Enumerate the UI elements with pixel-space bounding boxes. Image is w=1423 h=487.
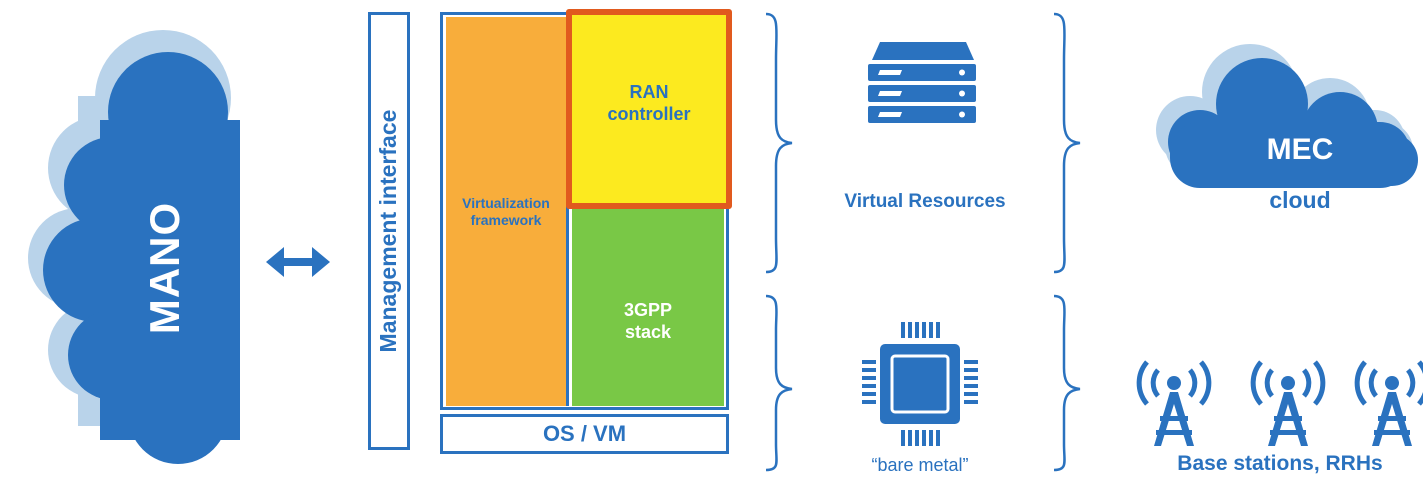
- mec-subtitle: cloud: [1269, 186, 1331, 213]
- ran-controller-highlight: [566, 9, 732, 209]
- virtualization-framework-block: Virtualization framework: [446, 17, 569, 406]
- brace-upper-left: [765, 12, 793, 274]
- base-stations-label: Base stations, RRHs: [1177, 452, 1383, 475]
- bare-metal-label: “bare metal”: [871, 454, 969, 475]
- bidirectional-arrow-icon: [266, 247, 330, 277]
- brace-upper-right: [1053, 12, 1081, 274]
- brace-lower-right: [1053, 294, 1081, 472]
- virtual-resources-label: Virtual Resources: [844, 191, 1006, 212]
- management-interface-box: [368, 12, 410, 450]
- mano-cloud-body: [43, 52, 240, 464]
- ran-controller-label: RAN controller: [607, 82, 691, 124]
- base-station-tower-icon: [1136, 360, 1212, 446]
- server-rack-icon: [868, 42, 976, 123]
- os-vm-box: OS / VM: [440, 414, 729, 454]
- 3gpp-stack-label: 3GPP stack: [623, 300, 673, 342]
- base-station-tower-icon: [1354, 360, 1423, 446]
- brace-lower-left: [765, 294, 793, 472]
- cpu-chip-icon: [862, 322, 978, 446]
- base-station-tower-icon: [1250, 360, 1326, 446]
- mec-title: MEC: [1266, 133, 1334, 166]
- 3gpp-stack-block: [572, 206, 724, 406]
- mec-cloud-icon: [1156, 44, 1418, 188]
